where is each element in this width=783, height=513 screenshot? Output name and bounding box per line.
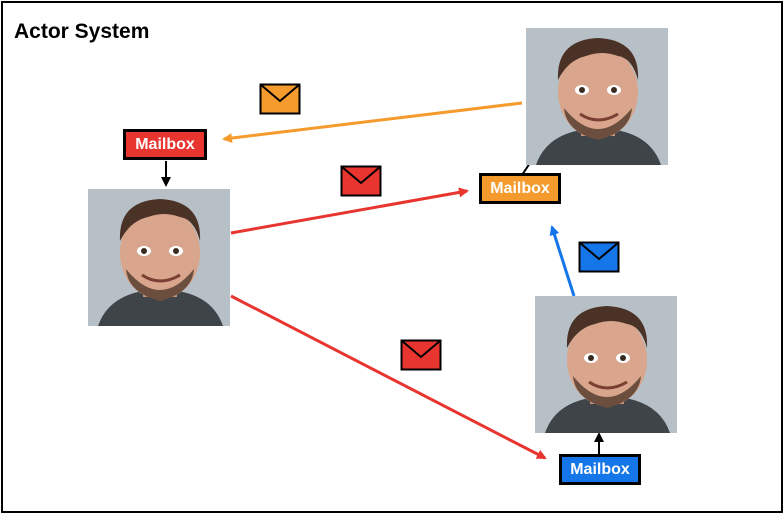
arrow-orange-message [222, 101, 523, 144]
actor-top-right-portrait [526, 28, 668, 165]
message-blue [578, 241, 620, 278]
arrow-red-to-orange-mailbox [230, 187, 469, 235]
person-portrait-icon [88, 189, 230, 326]
envelope-icon [578, 241, 620, 273]
envelope-icon [259, 83, 301, 115]
arrow-red-to-blue-mailbox [230, 294, 547, 460]
arrow-blue-message [549, 225, 576, 297]
envelope-icon [400, 339, 442, 371]
mailbox-orange: Mailbox [479, 173, 561, 204]
mailbox-red: Mailbox [123, 129, 207, 160]
diagram-title: Actor System [14, 20, 150, 43]
mailbox-orange-label: Mailbox [490, 179, 550, 197]
message-red-bottom [400, 339, 442, 376]
message-orange [259, 83, 301, 120]
mailbox-blue: Mailbox [559, 454, 641, 485]
mailbox-blue-label: Mailbox [570, 460, 630, 478]
envelope-icon [340, 165, 382, 197]
person-portrait-icon [535, 296, 677, 433]
message-red-top [340, 165, 382, 202]
actor-left-portrait [88, 189, 230, 326]
mailbox-red-label: Mailbox [135, 135, 195, 153]
actor-bottom-right-portrait [535, 296, 677, 433]
person-portrait-icon [526, 28, 668, 165]
